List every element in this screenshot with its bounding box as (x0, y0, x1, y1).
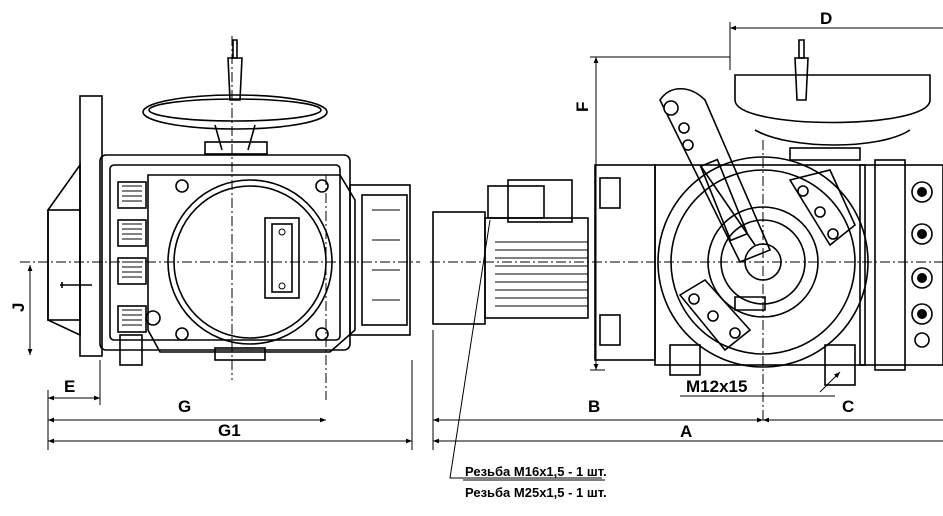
gearbox (594, 156, 943, 386)
handwheel-right (734, 39, 931, 161)
dim-b-label: B (588, 397, 600, 416)
dim-f-label: F (573, 102, 592, 112)
cam-segments (678, 169, 856, 352)
dim-d-label: D (820, 9, 832, 28)
thread-note-1: Резьба М16х1,5 - 1 шт. (465, 464, 607, 479)
right-dimensions (432, 22, 943, 479)
dim-m12-label: M12x15 (686, 377, 747, 396)
dim-a-label: A (680, 422, 692, 441)
mounting-flange-left (47, 95, 103, 357)
thread-note-2: Резьба М25х1,5 - 1 шт. (465, 485, 607, 500)
side-view (20, 36, 420, 400)
dim-j-label: J (9, 303, 28, 312)
handwheel-left (142, 39, 328, 155)
side-bolts (911, 181, 933, 348)
lever-arm (659, 87, 772, 264)
dim-e-label: E (64, 377, 75, 396)
motor (432, 179, 589, 325)
dim-c-label: C (842, 397, 854, 416)
dim-g-label: G (178, 397, 191, 416)
housing-left (99, 154, 411, 366)
front-view (430, 39, 943, 420)
cable-glands (117, 181, 147, 333)
dim-g1-label: G1 (218, 421, 241, 440)
left-dimensions (27, 265, 413, 450)
